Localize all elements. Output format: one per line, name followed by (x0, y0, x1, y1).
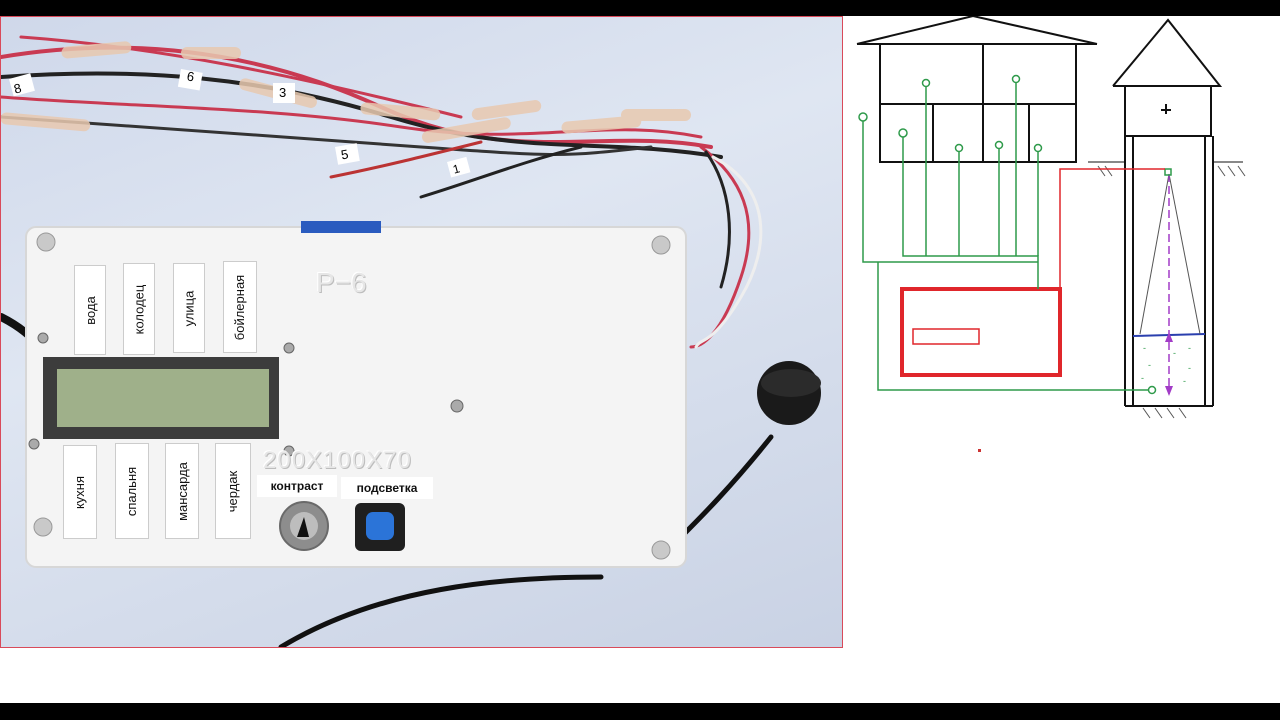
controller-box (900, 287, 1062, 377)
svg-text:-: - (1143, 343, 1146, 353)
label-backlight: подсветка (341, 477, 433, 499)
label-voda: вода (74, 265, 106, 355)
sensor-wires (862, 80, 1149, 391)
ultrasonic-sensor (1164, 168, 1172, 176)
top-black-bar (0, 0, 1280, 16)
well-roof (1112, 18, 1223, 87)
backlight-button[interactable] (355, 503, 405, 551)
label-cherdak: чердак (215, 443, 251, 539)
label-kukhnya: кухня (63, 445, 97, 539)
model-emboss: Р−6 (316, 267, 367, 298)
svg-text:-: - (1148, 360, 1151, 370)
label-ulitsa: улица (173, 263, 205, 353)
label-spalnya: спальня (115, 443, 149, 539)
device-photo: 8 6 3 5 1 Р−6 200X100X70 вода колодец ул… (0, 16, 843, 648)
wiring-diagram: --- ---- (856, 16, 1246, 452)
label-mansarda: мансарда (165, 443, 199, 539)
room-sensors (858, 74, 1157, 395)
label-kolodets: колодец (123, 263, 155, 355)
svg-text:-: - (1183, 376, 1186, 386)
well-sensor-wire (1059, 168, 1165, 316)
wire-tag-3: 3 (279, 85, 287, 100)
label-contrast: контраст (257, 475, 337, 497)
svg-text:-: - (1188, 343, 1191, 353)
house-roof (856, 16, 1098, 45)
svg-text:-: - (1141, 373, 1144, 383)
bottom-black-bar (0, 703, 1280, 720)
label-boilernaya: бойлерная (223, 261, 257, 353)
svg-text:-: - (1173, 348, 1176, 358)
svg-text:-: - (1188, 363, 1191, 373)
dimensions-emboss: 200X100X70 (263, 447, 412, 474)
controller-display (912, 328, 980, 345)
contrast-knob[interactable] (280, 502, 328, 550)
